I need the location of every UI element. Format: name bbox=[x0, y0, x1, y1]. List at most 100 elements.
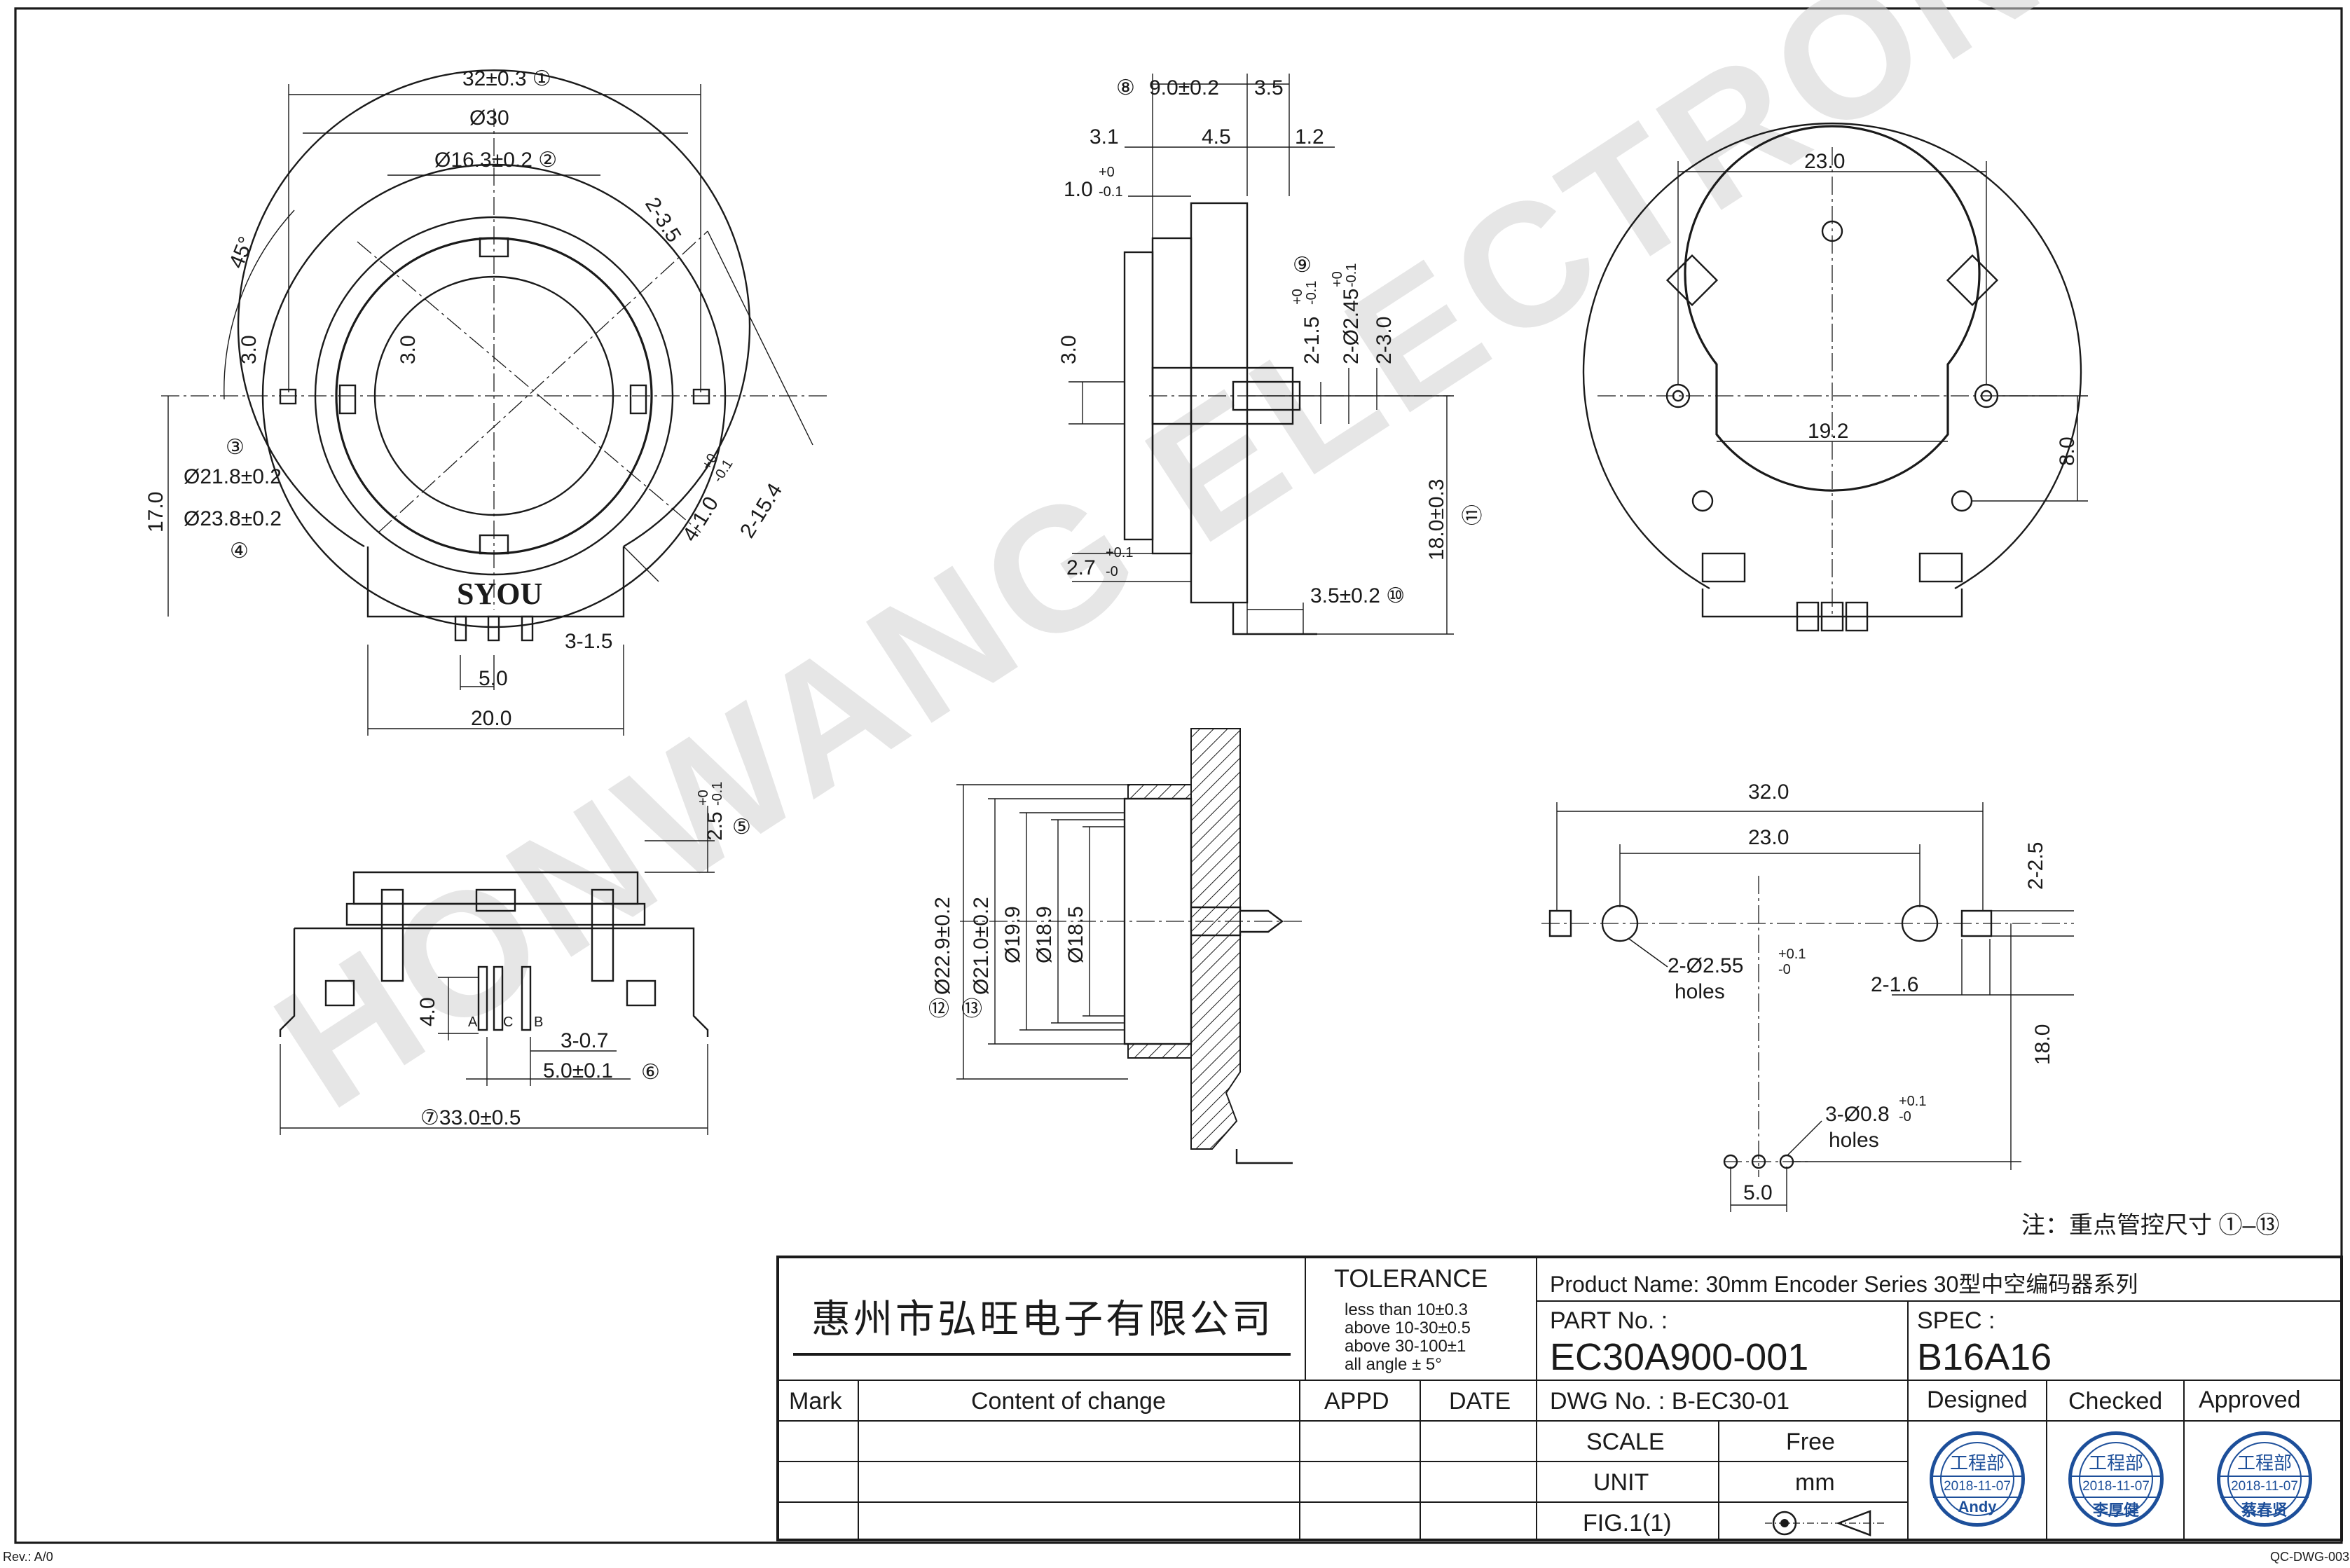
stamp-name: 蔡春贤 bbox=[2241, 1501, 2288, 1519]
date-label: DATE bbox=[1449, 1388, 1511, 1415]
bottom-view: 2.5 +0 -0.1 ⑤ 4.0 A C B 3-0.7 5.0±0.1 ⑥ … bbox=[279, 782, 751, 1135]
scale-label: SCALE bbox=[1586, 1429, 1665, 1455]
projection-symbol-cell bbox=[1718, 1501, 1907, 1541]
dim-text: 3.1 bbox=[1090, 125, 1119, 149]
mark-label: Mark bbox=[789, 1388, 842, 1415]
dim-text: 2.7 bbox=[1066, 556, 1096, 579]
section-view: Ø22.9±0.2 Ø21.0±0.2 Ø19.9 Ø18.9 Ø18.5 ⑫ … bbox=[928, 728, 1303, 1164]
dim-text: 2-2.5 bbox=[2024, 842, 2047, 890]
dim-text: Ø23.8±0.2 bbox=[184, 507, 282, 530]
dim-text: Ø19.9 bbox=[1001, 906, 1024, 963]
dim-text: 2-3.0 bbox=[1373, 317, 1396, 364]
dim-text: 18.0±0.3 bbox=[1425, 479, 1448, 561]
designed-label: Designed bbox=[1927, 1387, 2028, 1413]
scale-value: Free bbox=[1786, 1429, 1835, 1455]
dim-text: 4.0 bbox=[416, 997, 439, 1026]
dim-text: 8.0 bbox=[2056, 436, 2079, 466]
dim-text: Ø21.0±0.2 bbox=[970, 897, 993, 995]
company-cell: 惠州市弘旺电子有限公司 bbox=[779, 1258, 1305, 1380]
dim-text: +0.1 bbox=[1899, 1094, 1926, 1109]
dim-text: Ø18.9 bbox=[1033, 906, 1056, 963]
dim-text: -0.1 bbox=[1304, 281, 1319, 305]
dim-text: 3.0 bbox=[238, 335, 261, 364]
dim-text: ⑥ bbox=[641, 1061, 660, 1084]
date-header: DATE bbox=[1420, 1380, 1536, 1420]
dim-text: ⑫ bbox=[928, 998, 949, 1021]
content-header: Content of change bbox=[858, 1380, 1299, 1420]
appd-header: APPD bbox=[1299, 1380, 1420, 1420]
dim-text: 3.5 bbox=[1254, 76, 1284, 99]
dim-text: 2-1.6 bbox=[1871, 973, 1918, 996]
dim-text: 5.0 bbox=[1743, 1181, 1773, 1204]
dim-text: -0 bbox=[1778, 962, 1791, 977]
scale-value-cell: Free bbox=[1718, 1420, 1907, 1461]
stamp-date: 2018-11-07 bbox=[2220, 1476, 2309, 1498]
dim-text: Ø21.8±0.2 bbox=[184, 465, 282, 488]
tolerance-line: all angle ± 5° bbox=[1345, 1355, 1442, 1374]
pcb-layout-view: 32.0 23.0 2-2.5 2-Ø2.55 +0.1 -0 holes 2-… bbox=[1541, 780, 2074, 1212]
dim-text: 19.2 bbox=[1808, 420, 1848, 443]
approved-header: Approved bbox=[2183, 1380, 2343, 1420]
stamp-dept: 工程部 bbox=[2236, 1452, 2292, 1473]
content-of-change-label: Content of change bbox=[971, 1388, 1166, 1415]
approved-stamp: 工程部 2018-11-07 蔡春贤 bbox=[2217, 1431, 2312, 1527]
checked-stamp: 工程部 2018-11-07 李厚健 bbox=[2068, 1431, 2164, 1527]
checked-header: Checked bbox=[2046, 1380, 2183, 1420]
dim-text: -0.1 bbox=[1099, 184, 1122, 200]
dim-text: 2-Ø2.45 bbox=[1340, 289, 1363, 364]
dim-text: holes bbox=[1829, 1129, 1879, 1152]
pin-label: B bbox=[534, 1015, 543, 1030]
dim-text: ⑦33.0±0.5 bbox=[420, 1106, 521, 1129]
unit-value-cell: mm bbox=[1718, 1461, 1907, 1501]
front-view: SYOU 32±0.3 ① Ø30 Ø16.3±0.2 ② 2-3.5 45° … bbox=[144, 67, 827, 736]
part-no-cell: PART No. : EC30A900-001 bbox=[1536, 1300, 1907, 1380]
brand-logo-text: SYOU bbox=[457, 577, 542, 611]
tolerance-cell: TOLERANCE less than 10±0.3 above 10-30±0… bbox=[1305, 1258, 1536, 1380]
dim-text: 3.0 bbox=[397, 335, 420, 364]
designed-stamp-cell: 工程部 2018-11-07 Andy bbox=[1907, 1420, 2046, 1541]
fig-label: FIG.1(1) bbox=[1583, 1510, 1672, 1536]
company-name: 惠州市弘旺电子有限公司 bbox=[811, 1298, 1274, 1342]
dim-text: 3.5±0.2 ⑩ bbox=[1310, 584, 1405, 607]
dim-text: ⑤ bbox=[732, 816, 751, 839]
stamp-date: 2018-11-07 bbox=[1933, 1476, 2021, 1498]
approved-label: Approved bbox=[2199, 1387, 2301, 1413]
dim-text: 3-1.5 bbox=[565, 630, 612, 653]
checked-label: Checked bbox=[2068, 1388, 2163, 1415]
dim-text: 3.0 bbox=[1057, 335, 1080, 364]
dim-text: 2.5 bbox=[703, 811, 727, 841]
dim-text: holes bbox=[1675, 980, 1725, 1003]
dim-text: 2-3.5 bbox=[640, 193, 685, 246]
unit-label-cell: UNIT bbox=[1536, 1461, 1718, 1501]
dim-text: -0.1 bbox=[710, 782, 725, 806]
dim-text: 2-Ø2.55 bbox=[1668, 954, 1743, 977]
dim-text: ③ bbox=[226, 436, 245, 459]
side-view: ⑧ 9.0±0.2 3.5 3.1 4.5 1.2 1.0 +0 -0.1 ⑨ … bbox=[1057, 74, 1485, 635]
dwg-no: DWG No. : B-EC30-01 bbox=[1550, 1388, 1789, 1415]
stamp-dept: 工程部 bbox=[2088, 1452, 2143, 1473]
tolerance-title: TOLERANCE bbox=[1334, 1264, 1488, 1293]
dim-text: ④ bbox=[230, 539, 249, 563]
back-view: 23.0 19.2 8.0 bbox=[1582, 123, 2088, 632]
product-name-cell: Product Name: 30mm Encoder Series 30型中空编… bbox=[1536, 1258, 2343, 1300]
unit-value: mm bbox=[1795, 1469, 1835, 1496]
dim-text: 5.0 bbox=[479, 667, 508, 690]
dim-text: 9.0±0.2 bbox=[1149, 76, 1219, 99]
scale-label-cell: SCALE bbox=[1536, 1420, 1718, 1461]
dim-text: 20.0 bbox=[471, 707, 511, 730]
dim-text: ⑨ bbox=[1293, 254, 1312, 277]
dim-text: +0 bbox=[1099, 165, 1115, 180]
dim-text: ⑧ bbox=[1116, 76, 1135, 99]
approved-stamp-cell: 工程部 2018-11-07 蔡春贤 bbox=[2183, 1420, 2343, 1541]
dim-text: Ø18.5 bbox=[1064, 906, 1087, 963]
projection-symbol-icon bbox=[1765, 1510, 1884, 1536]
dim-text: 3-Ø0.8 bbox=[1825, 1103, 1890, 1126]
pin-label: C bbox=[503, 1015, 513, 1030]
tolerance-line: less than 10±0.3 bbox=[1345, 1300, 1468, 1319]
dim-text: -0 bbox=[1106, 564, 1118, 579]
dim-text: -0.1 bbox=[1344, 263, 1359, 287]
pin-label: A bbox=[468, 1015, 478, 1030]
dim-text: +0 bbox=[696, 790, 711, 806]
